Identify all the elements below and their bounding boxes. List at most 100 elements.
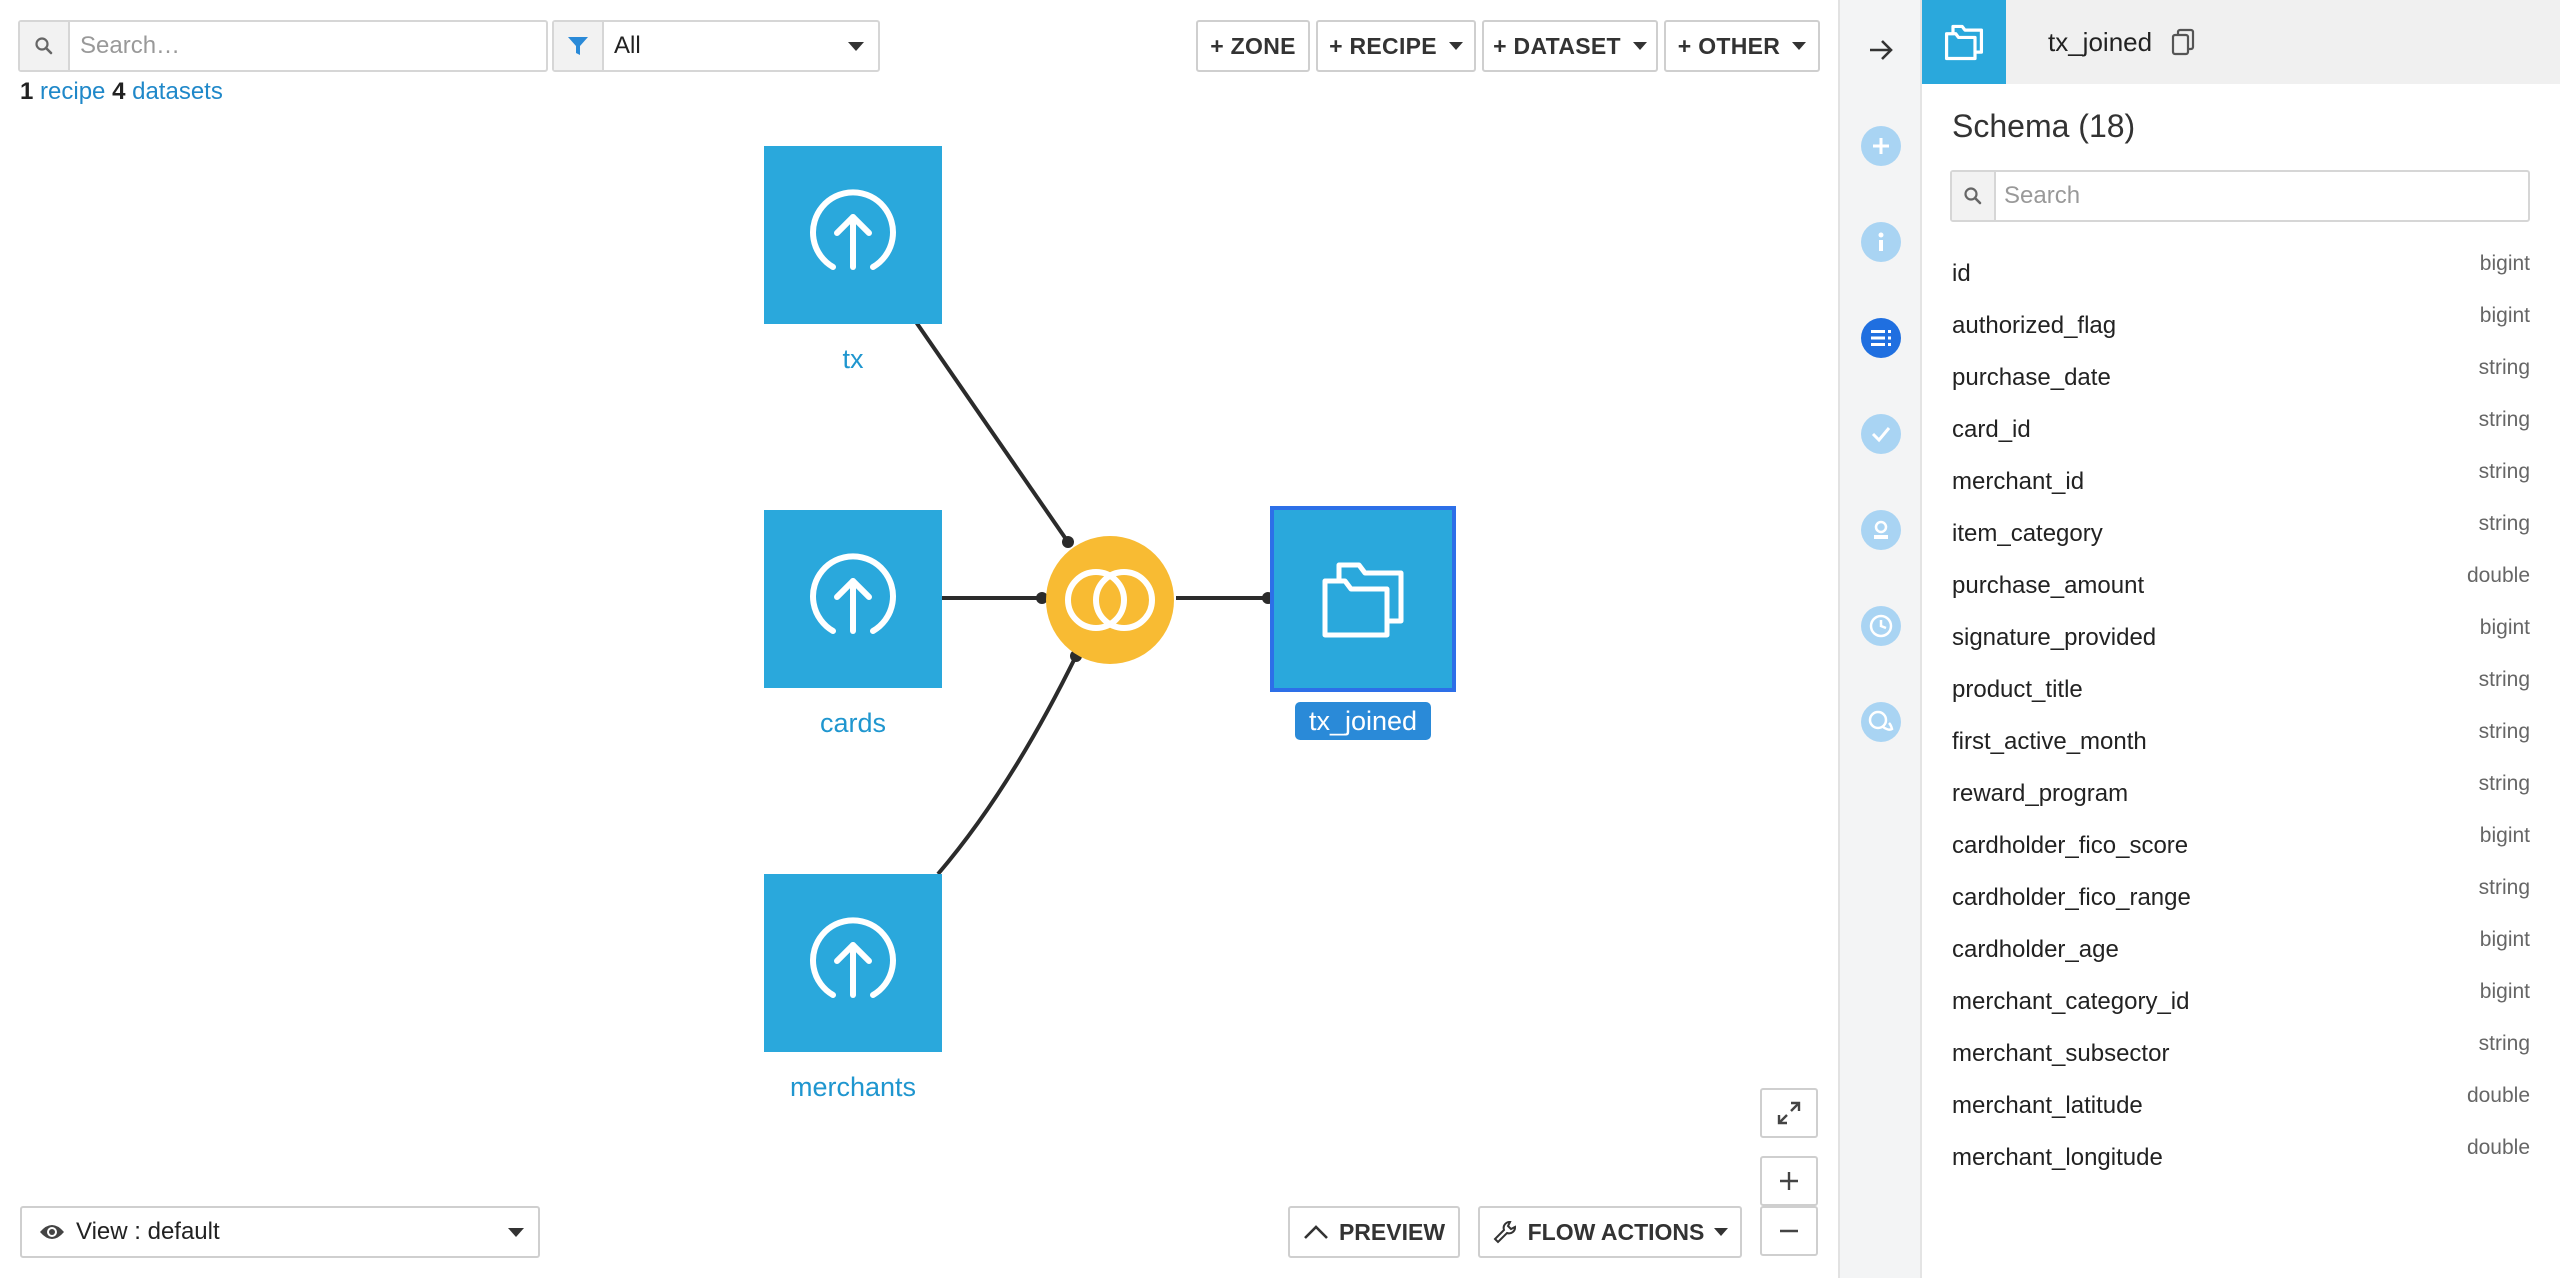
dataset-node-tx[interactable] (764, 146, 942, 324)
panel-header: tx_joined (1922, 0, 2560, 84)
info-icon[interactable] (1861, 222, 1901, 262)
schema-row[interactable]: purchase_amount double (1952, 564, 2530, 616)
column-type: string (2478, 1032, 2530, 1055)
eye-icon (40, 1225, 64, 1239)
column-name: purchase_amount (1952, 572, 2145, 599)
dataset-node-cards[interactable] (764, 510, 942, 688)
column-name: product_title (1952, 676, 2083, 703)
column-type: string (2478, 512, 2530, 535)
chevron-down-icon (1714, 1228, 1729, 1236)
schema-row[interactable]: card_id string (1952, 408, 2530, 460)
flow-search-input[interactable] (70, 22, 546, 70)
chevron-down-icon (848, 41, 864, 51)
schema-list-icon[interactable] (1861, 318, 1901, 358)
column-type: string (2478, 408, 2530, 431)
column-name: first_active_month (1952, 728, 2147, 755)
flow-counts: 1 recipe 4 datasets (20, 78, 223, 106)
clock-icon[interactable] (1861, 606, 1901, 646)
chevron-down-icon (1792, 42, 1807, 50)
flow-actions-button[interactable]: FLOW ACTIONS (1478, 1206, 1742, 1258)
column-name: merchant_id (1952, 468, 2085, 495)
chevron-down-icon (1448, 42, 1463, 50)
datasets-link[interactable]: datasets (132, 78, 223, 105)
column-name: authorized_flag (1952, 312, 2117, 339)
schema-row[interactable]: merchant_id string (1952, 460, 2530, 512)
join-recipe-node[interactable] (1046, 536, 1174, 664)
column-type: double (2466, 1136, 2530, 1159)
dataset-node-merchants[interactable] (764, 874, 942, 1052)
schema-search-input[interactable] (1996, 172, 2528, 220)
add-dataset-button[interactable]: + DATASET (1482, 20, 1658, 72)
dataset-label-tx-joined[interactable]: tx_joined (1233, 702, 1493, 740)
dataset-label-merchants[interactable]: merchants (789, 1072, 917, 1102)
add-recipe-button[interactable]: + RECIPE (1316, 20, 1476, 72)
add-other-label: + OTHER (1677, 32, 1781, 59)
column-name: item_category (1952, 520, 2103, 547)
schema-row[interactable]: signature_provided bigint (1952, 616, 2530, 668)
upload-icon (810, 553, 896, 634)
dataset-node-tx-joined[interactable] (1270, 506, 1456, 692)
search-icon (20, 22, 70, 70)
zoom-out-button[interactable] (1760, 1206, 1818, 1256)
flow-search (18, 20, 548, 72)
schema-row[interactable]: first_active_month string (1952, 720, 2530, 772)
column-type: bigint (2479, 980, 2530, 1003)
column-name: signature_provided (1952, 624, 2157, 651)
preview-label: PREVIEW (1338, 1218, 1446, 1245)
join-icon (1065, 569, 1155, 631)
column-name: card_id (1952, 416, 2031, 443)
view-select[interactable]: View : default (20, 1206, 540, 1258)
lab-icon[interactable] (1861, 510, 1901, 550)
recipes-link[interactable]: recipe (40, 78, 106, 105)
recipe-count: 1 (20, 78, 34, 105)
add-dataset-label: + DATASET (1493, 32, 1621, 59)
edge-endpoint (1262, 592, 1274, 604)
view-select-label: View : default (76, 1218, 220, 1245)
column-type: bigint (2479, 304, 2530, 327)
flow-filter-select[interactable]: All (552, 20, 880, 72)
check-icon[interactable] (1861, 414, 1901, 454)
add-zone-button[interactable]: + ZONE (1196, 20, 1310, 72)
discussion-icon[interactable] (1861, 702, 1901, 742)
column-type: string (2478, 720, 2530, 743)
schema-row[interactable]: item_category string (1952, 512, 2530, 564)
column-type: bigint (2479, 616, 2530, 639)
edge-tx-recipe (914, 320, 1070, 544)
column-type: string (2478, 876, 2530, 899)
dataset-label-cards[interactable]: cards (819, 708, 887, 738)
dataset-label-tx[interactable]: tx (842, 344, 864, 374)
preview-button[interactable]: PREVIEW (1288, 1206, 1460, 1258)
copy-icon[interactable] (2170, 28, 2196, 56)
column-type: bigint (2479, 928, 2530, 951)
upload-icon (810, 189, 896, 270)
schema-row[interactable]: authorized_flag bigint (1952, 304, 2530, 356)
panel-title: tx_joined (2048, 26, 2153, 57)
right-rail (1838, 0, 1922, 1278)
upload-icon (810, 917, 896, 998)
plus-icon[interactable] (1861, 126, 1901, 166)
arrow-right-icon[interactable] (1861, 30, 1901, 70)
schema-row[interactable]: cardholder_fico_range string (1952, 876, 2530, 928)
flow-edges (914, 320, 1274, 876)
dataset-count: 4 (112, 78, 126, 105)
column-type: double (2466, 564, 2530, 587)
fit-screen-button[interactable] (1760, 1088, 1818, 1138)
column-name: cardholder_fico_score (1952, 832, 2189, 859)
column-name: cardholder_fico_range (1952, 884, 2191, 911)
folder-icon (1322, 562, 1404, 638)
flow-canvas[interactable]: All 1 recipe 4 datasets + ZONE + RECIPE … (0, 0, 1838, 1278)
zoom-in-button[interactable] (1760, 1156, 1818, 1206)
add-other-button[interactable]: + OTHER (1664, 20, 1820, 72)
column-type: string (2478, 460, 2530, 483)
